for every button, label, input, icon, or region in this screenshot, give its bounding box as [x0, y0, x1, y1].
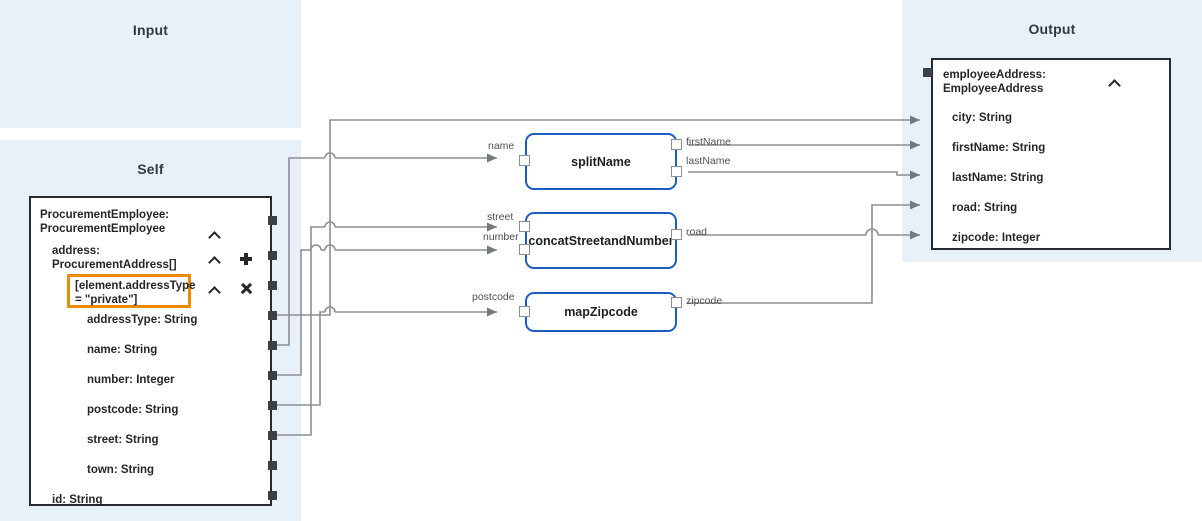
self-id-label: id: String	[52, 494, 103, 506]
self-field-label: number: Integer	[87, 374, 175, 386]
output-field-label: zipcode: Integer	[952, 232, 1041, 244]
fn-output-port-lastName[interactable]	[671, 166, 682, 177]
function-node-label: concatStreetandNumber	[528, 233, 674, 248]
self-port-filter[interactable]	[268, 281, 277, 290]
function-node-label: mapZipcode	[564, 305, 638, 319]
filter-condition-label: [element.addressType = "private"]	[75, 280, 196, 306]
self-port-addressType[interactable]	[268, 311, 277, 320]
self-port-town[interactable]	[268, 461, 277, 470]
output-field-label: lastName: String	[952, 172, 1044, 184]
fn-output-port-zipcode[interactable]	[671, 297, 682, 308]
collapse-chevron-up-icon[interactable]	[209, 283, 222, 296]
self-port-name[interactable]	[268, 341, 277, 350]
self-port-id[interactable]	[268, 491, 277, 500]
self-root-label: ProcurementEmployee: ProcurementEmployee	[40, 209, 170, 235]
panel-title-output: Output	[1028, 21, 1076, 37]
self-address-label: address: ProcurementAddress[]	[52, 245, 177, 271]
fn-input-port-number[interactable]	[519, 244, 530, 255]
self-structure-box: ProcurementEmployee: ProcurementEmployee…	[29, 196, 272, 506]
fn-output-port-road[interactable]	[671, 229, 682, 240]
edge-label-zipcode: zipcode	[686, 295, 723, 307]
fn-input-port-name[interactable]	[519, 155, 530, 166]
panel-title-self: Self	[137, 161, 164, 177]
output-root-label: employeeAddress: EmployeeAddress	[943, 69, 1046, 95]
self-field-label: addressType: String	[87, 314, 198, 326]
output-field-label: road: String	[952, 202, 1018, 214]
self-field-label: town: String	[87, 464, 155, 476]
fn-input-port-street[interactable]	[519, 221, 530, 232]
function-node-concatStreetandNumber[interactable]: concatStreetandNumber	[525, 212, 677, 269]
edge-label-road: road	[686, 226, 708, 238]
output-port-root[interactable]	[923, 68, 932, 77]
self-field-label: name: String	[87, 344, 158, 356]
function-node-splitName[interactable]: splitName	[525, 133, 677, 190]
self-port-postcode[interactable]	[268, 401, 277, 410]
function-node-label: splitName	[571, 154, 631, 169]
edge-label-street: street	[487, 211, 514, 223]
self-port-street[interactable]	[268, 431, 277, 440]
edge-label-lastName: lastName	[686, 155, 731, 167]
output-field-label: city: String	[952, 112, 1013, 124]
collapse-chevron-up-icon[interactable]	[209, 253, 222, 266]
filter-condition-highlight[interactable]: [element.addressType = "private"]	[67, 274, 196, 308]
panel-input	[0, 0, 301, 128]
output-field-label: firstName: String	[952, 142, 1046, 154]
edge-label-name: name	[488, 140, 515, 152]
edge-label-number: number	[483, 231, 519, 243]
self-port-root[interactable]	[268, 216, 277, 225]
panel-title-input: Input	[132, 22, 169, 38]
self-row-address[interactable]: address: ProcurementAddress[]	[31, 244, 270, 276]
add-plus-icon[interactable]	[240, 253, 253, 266]
self-row-filter[interactable]: [element.addressType = "private"]	[31, 274, 270, 312]
self-port-number[interactable]	[268, 371, 277, 380]
output-row-root[interactable]: employeeAddress: EmployeeAddress	[933, 68, 1169, 100]
function-node-mapZipcode[interactable]: mapZipcode	[525, 292, 677, 332]
self-port-address[interactable]	[268, 251, 277, 260]
output-structure-box: employeeAddress: EmployeeAddress city: S…	[931, 58, 1171, 250]
fn-input-port-postcode[interactable]	[519, 306, 530, 317]
collapse-chevron-up-icon[interactable]	[209, 228, 222, 241]
self-field-label: postcode: String	[87, 404, 179, 416]
edge-label-postcode: postcode	[472, 291, 515, 303]
edge-label-firstName: firstName	[686, 136, 731, 148]
fn-output-port-firstName[interactable]	[671, 139, 682, 150]
remove-cross-icon[interactable]	[240, 283, 253, 296]
self-row-root[interactable]: ProcurementEmployee: ProcurementEmployee	[31, 208, 270, 240]
collapse-chevron-up-icon[interactable]	[1109, 76, 1122, 89]
self-field-label: street: String	[87, 434, 159, 446]
